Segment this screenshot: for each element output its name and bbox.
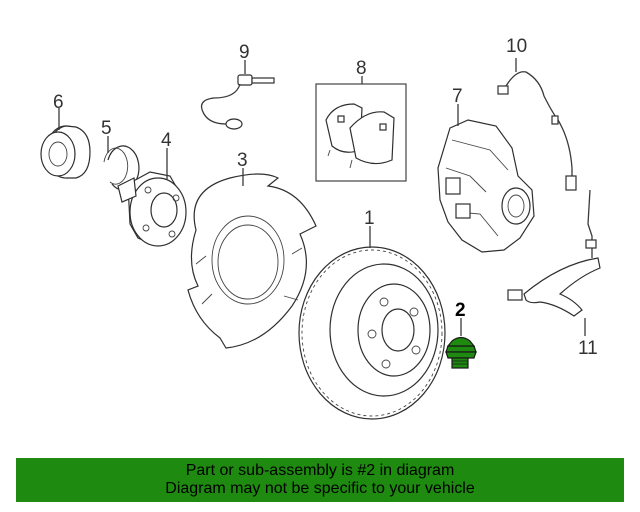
callout-4: 4 — [161, 130, 172, 151]
banner-line-part-number: Part or sub-assembly is #2 in diagram — [185, 462, 455, 479]
callout-1: 1 — [364, 208, 375, 229]
callout-9: 9 — [239, 42, 250, 63]
callout-8: 8 — [356, 58, 367, 79]
speed-sensor-part — [507, 189, 601, 317]
wear-sensor-part — [200, 74, 275, 130]
callout-7: 7 — [452, 86, 463, 107]
abs-cable-part — [497, 71, 577, 191]
highlighted-bolt-part — [445, 336, 477, 369]
wheel-hub-part — [117, 171, 187, 247]
brake-rotor-part — [298, 246, 446, 420]
caliper-part — [437, 119, 535, 253]
brake-assembly-diagram: 6 5 4 3 9 — [40, 36, 601, 420]
callout-5: 5 — [101, 118, 112, 139]
callout-10: 10 — [506, 36, 527, 57]
info-banner: Part or sub-assembly is #2 in diagram Di… — [16, 458, 624, 502]
banner-line-disclaimer: Diagram may not be specific to your vehi… — [165, 480, 475, 497]
callout-2: 2 — [455, 300, 466, 321]
callout-3: 3 — [237, 150, 248, 171]
dust-shield-part — [187, 173, 317, 349]
callout-11: 11 — [578, 338, 598, 359]
callout-6: 6 — [53, 92, 64, 113]
bearing-part — [40, 125, 91, 179]
brake-pads-part — [315, 83, 407, 182]
